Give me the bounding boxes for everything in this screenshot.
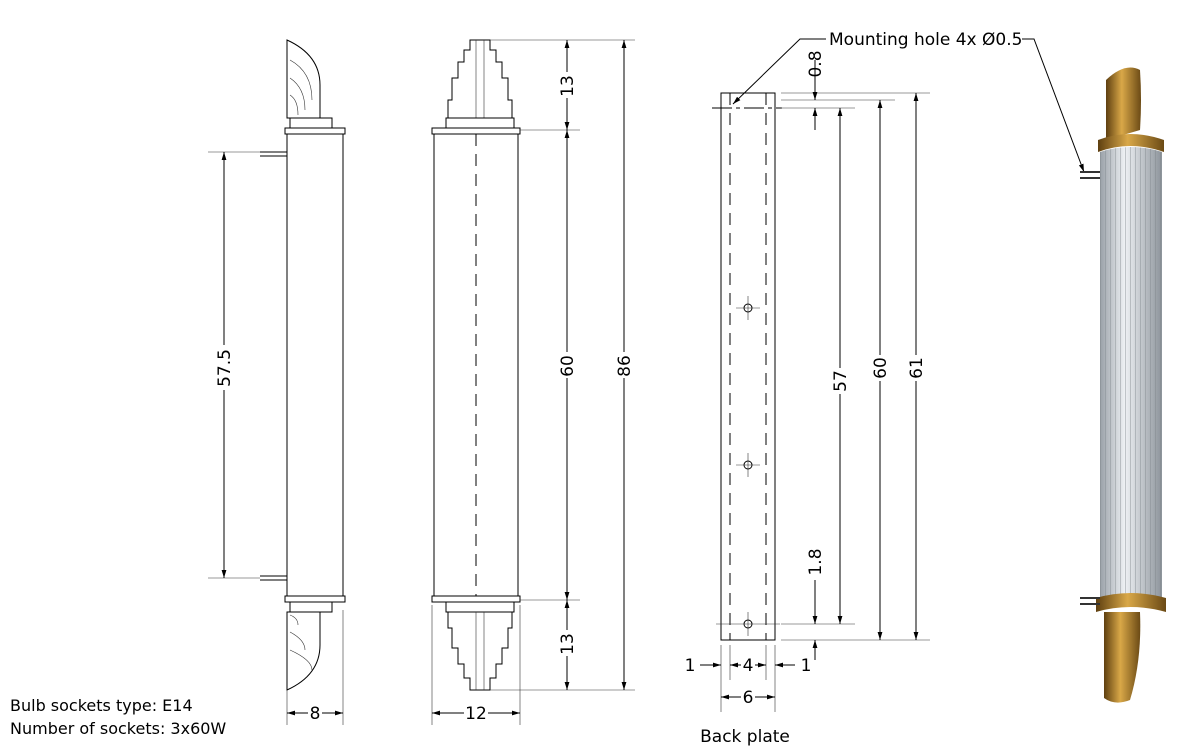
dim-plate-width: 6	[743, 688, 754, 708]
dim-hole-spacing: 57	[831, 370, 851, 392]
mounting-hole	[716, 612, 780, 636]
dim-hole-width: 4	[743, 656, 754, 676]
front-view: 13 60 13 86 12	[431, 39, 635, 725]
dim-top-offset: 0.8	[806, 50, 826, 77]
back-plate-view: 0.8 57 60 61 1.8 1 4 1 6 Back plate Moun…	[685, 30, 1085, 747]
socket-count-note: Number of sockets: 3x60W	[10, 719, 227, 738]
dim-right-margin: 1	[801, 656, 812, 676]
bulb-socket-type-note: Bulb sockets type: E14	[10, 696, 193, 715]
dim-side-arm-spacing: 57.5	[215, 349, 235, 387]
dim-side-width: 8	[310, 704, 321, 724]
dim-front-top-cap: 13	[558, 75, 578, 97]
back-plate-label: Back plate	[700, 727, 790, 747]
mounting-hole-callout: Mounting hole 4x Ø0.5	[829, 30, 1022, 50]
dim-total-height: 61	[907, 357, 927, 379]
dim-front-bottom-cap: 13	[558, 633, 578, 655]
dim-left-margin: 1	[685, 656, 696, 676]
mounting-hole	[736, 453, 760, 477]
dim-bottom-offset: 1.8	[806, 548, 826, 575]
lamp-3d-render	[1080, 67, 1166, 703]
dim-front-total: 86	[615, 355, 635, 377]
dim-inner-height: 60	[871, 357, 891, 379]
mounting-hole	[736, 296, 760, 320]
dim-front-body: 60	[558, 355, 578, 377]
dim-front-width: 12	[465, 704, 487, 724]
side-view: 57.5 8	[208, 39, 346, 725]
